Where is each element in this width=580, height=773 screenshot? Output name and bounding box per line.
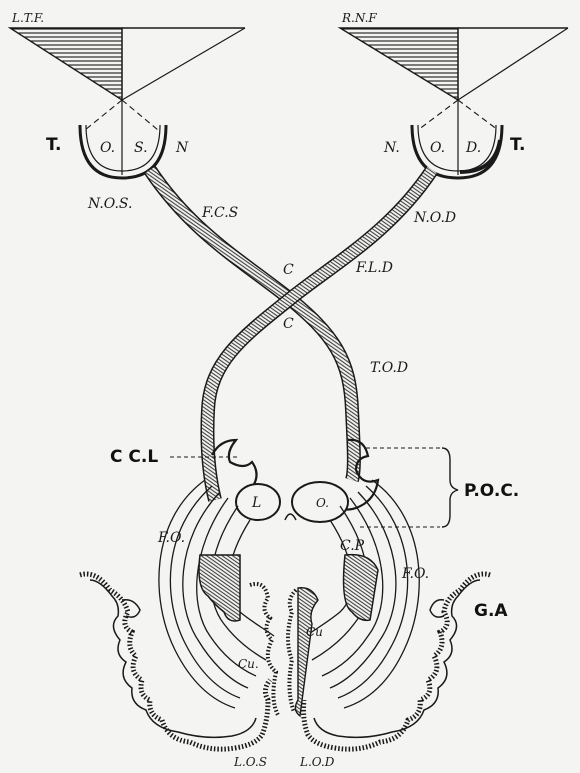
label-ccl: C C.L <box>110 447 158 467</box>
label-rnf: R.N.F <box>341 11 377 25</box>
optic-nerves <box>150 170 432 500</box>
left-occipital-cortex <box>80 555 278 749</box>
label-n-right: N. <box>383 140 400 156</box>
label-ltf: L.T.F. <box>11 11 44 25</box>
label-n-left: N <box>175 140 189 156</box>
label-lod: L.O.D <box>299 755 335 769</box>
label-ga: G.A <box>474 601 508 621</box>
label-o-small: O. <box>316 496 329 510</box>
label-fo-right: F.O. <box>401 566 429 582</box>
right-visual-field <box>340 28 568 175</box>
label-poc: P.O.C. <box>464 481 519 501</box>
label-od-d: D. <box>465 140 481 156</box>
label-t-right: T. <box>510 135 525 155</box>
label-tod: T.O.D <box>370 360 408 376</box>
label-os-o: O. <box>100 140 115 156</box>
label-t-left: T. <box>46 135 61 155</box>
label-c-lower: C <box>283 316 294 332</box>
label-fld: F.L.D <box>355 260 393 276</box>
label-cu-right: Cu <box>306 625 323 639</box>
label-nod: N.O.D <box>413 210 456 226</box>
label-nos: N.O.S. <box>87 196 132 212</box>
label-fcs: F.C.S <box>201 205 238 221</box>
label-los: L.O.S <box>233 755 267 769</box>
label-cu-left: Cu. <box>238 657 259 671</box>
label-od-o: O. <box>430 140 445 156</box>
label-cp: C.P <box>340 538 365 554</box>
label-l-small: L <box>251 495 261 511</box>
label-fo-left: F.O. <box>157 530 185 546</box>
right-occipital-cortex <box>288 555 490 750</box>
label-c-upper: C <box>283 262 294 278</box>
label-os-s: S. <box>134 140 148 156</box>
